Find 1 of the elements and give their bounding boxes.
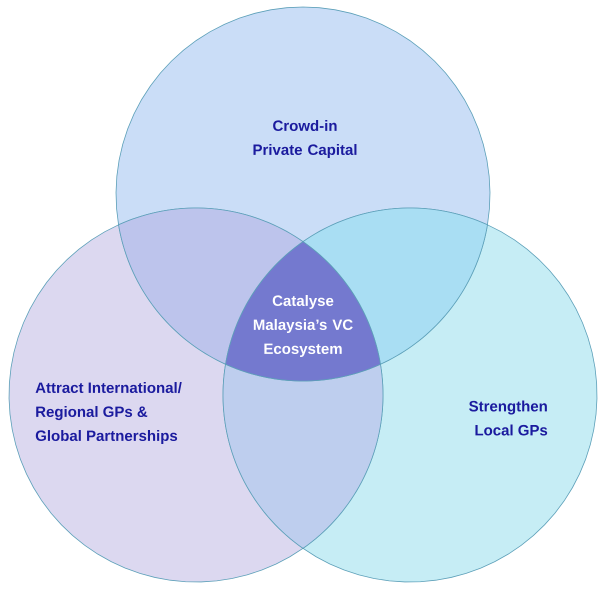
venn-center-region: Catalyse Malaysia’s VC Ecosystem [225,241,381,382]
